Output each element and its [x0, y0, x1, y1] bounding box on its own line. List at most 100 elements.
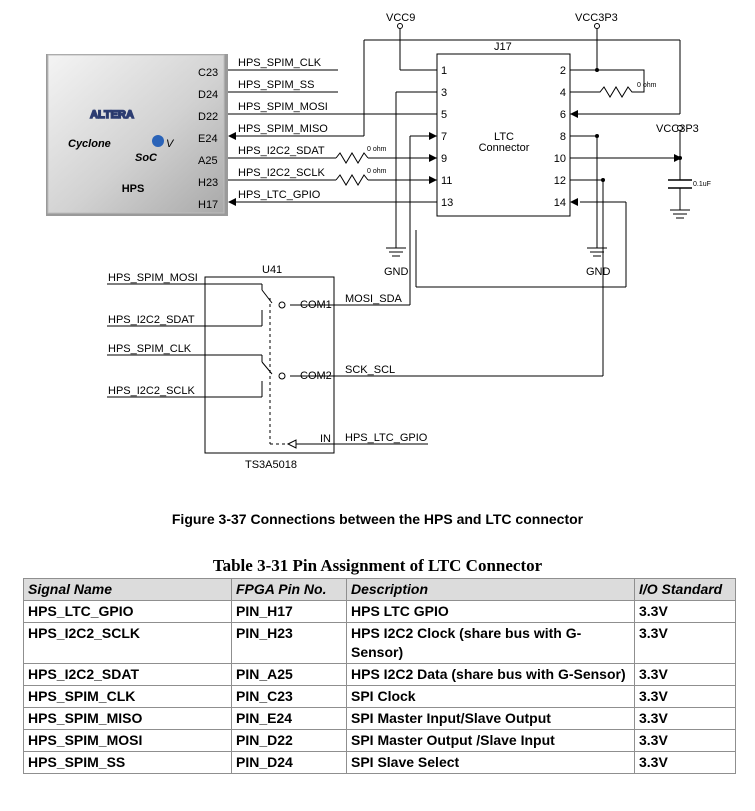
wires	[107, 28, 681, 445]
j17-pin-label: 5	[441, 109, 447, 121]
j17-pin-label: 2	[560, 65, 566, 77]
j17-pin-label: 12	[554, 175, 566, 187]
gnd-right-label: GND	[586, 266, 611, 278]
hps-pin-label: C23	[198, 67, 218, 79]
switch-input-label: HPS_I2C2_SDAT	[108, 314, 195, 326]
resistor-label: 0 ohm	[367, 146, 387, 153]
hps-chip: ALTERA Cyclone V SoC HPS	[46, 54, 228, 216]
junction-dots	[595, 68, 682, 182]
j17-pin-label: 4	[560, 87, 566, 99]
hps-pin-label: H17	[198, 199, 218, 211]
j17-pin-label: 8	[560, 131, 566, 143]
hps-pin-label: A25	[198, 155, 218, 167]
hps-net-label: HPS_SPIM_MOSI	[238, 101, 328, 113]
signal-name-cell: HPS_I2C2_SCLK	[23, 622, 232, 664]
vcc3p3-right-label: VCC3P3	[656, 123, 699, 135]
cyclone-suffix: V	[166, 138, 175, 150]
in-net-label: HPS_LTC_GPIO	[345, 432, 428, 444]
resistor-label: 0 ohm	[637, 82, 657, 89]
description-cell: SPI Master Input/Slave Output	[346, 707, 635, 730]
table-row: HPS_I2C2_SDAT PIN_A25 HPS I2C2 Data (sha…	[23, 663, 736, 686]
header-description: Description	[346, 578, 635, 601]
fpga-pin-cell: PIN_H17	[231, 600, 347, 623]
figure-caption: Figure 3-37 Connections between the HPS …	[171, 511, 584, 527]
io-standard-cell: 3.3V	[634, 707, 736, 730]
j17-pin-label: 7	[441, 131, 447, 143]
pin-assignment-table: Signal Name FPGA Pin No. Description I/O…	[23, 578, 736, 774]
cyclone-swirl-icon	[152, 135, 164, 147]
fpga-pin-cell: PIN_A25	[231, 663, 347, 686]
switch-control-dashed	[269, 298, 290, 445]
capacitor-label: 0.1uF	[693, 181, 711, 188]
j17-pin-label: 10	[554, 153, 566, 165]
arrowheads	[228, 110, 682, 206]
switch-input-label: HPS_SPIM_MOSI	[108, 272, 198, 284]
hps-chip-body	[47, 54, 225, 214]
connector-name-line1: LTC	[494, 131, 514, 143]
com2-label: COM2	[300, 370, 332, 382]
capacitor-symbol	[668, 179, 692, 189]
io-standard-cell: 3.3V	[634, 751, 736, 774]
switch-input-label: HPS_SPIM_CLK	[108, 343, 192, 355]
signal-name-cell: HPS_LTC_GPIO	[23, 600, 232, 623]
switch-symbols	[261, 289, 286, 380]
hps-net-label: HPS_LTC_GPIO	[238, 189, 321, 201]
in-label: IN	[320, 433, 331, 445]
fpga-pin-cell: PIN_D24	[231, 751, 347, 774]
hps-net-label: HPS_SPIM_CLK	[238, 57, 322, 69]
resistor-label: 0 ohm	[367, 168, 387, 175]
fpga-pin-cell: PIN_H23	[231, 622, 347, 664]
table-row: HPS_SPIM_SS PIN_D24 SPI Slave Select 3.3…	[23, 751, 736, 774]
hps-pin-label: H23	[198, 177, 218, 189]
u41-switch-box	[204, 276, 335, 454]
j17-pin-label: 9	[441, 153, 447, 165]
header-signal-name: Signal Name	[23, 578, 232, 601]
hps-pin-label: E24	[198, 133, 218, 145]
table-row: HPS_SPIM_MISO PIN_E24 SPI Master Input/S…	[23, 707, 736, 730]
signal-name-cell: HPS_I2C2_SDAT	[23, 663, 232, 686]
table-row: HPS_SPIM_MOSI PIN_D22 SPI Master Output …	[23, 729, 736, 752]
j17-ref: J17	[494, 41, 512, 53]
vcc3p3-top-label: VCC3P3	[575, 12, 618, 24]
signal-name-cell: HPS_SPIM_SS	[23, 751, 232, 774]
header-fpga-pin: FPGA Pin No.	[231, 578, 347, 601]
j17-pin-label: 13	[441, 197, 453, 209]
fpga-pin-cell: PIN_D22	[231, 729, 347, 752]
table-header-row: Signal Name FPGA Pin No. Description I/O…	[23, 578, 736, 601]
io-standard-cell: 3.3V	[634, 622, 736, 664]
io-standard-cell: 3.3V	[634, 729, 736, 752]
soc-label: SoC	[135, 152, 158, 164]
fpga-pin-cell: PIN_E24	[231, 707, 347, 730]
signal-name-cell: HPS_SPIM_MOSI	[23, 729, 232, 752]
com1-net-label: MOSI_SDA	[345, 293, 403, 305]
com2-net-label: SCK_SCL	[345, 364, 395, 376]
ground-symbols	[386, 209, 690, 257]
u41-ref: U41	[262, 264, 282, 276]
j17-pin-label: 3	[441, 87, 447, 99]
table-row: HPS_I2C2_SCLK PIN_H23 HPS I2C2 Clock (sh…	[23, 622, 736, 664]
in-arrow-icon	[286, 439, 297, 449]
description-cell: HPS I2C2 Clock (share bus with G-Sensor)	[346, 622, 635, 664]
altera-logo: ALTERA	[90, 109, 134, 121]
hps-net-label: HPS_I2C2_SDAT	[238, 145, 325, 157]
io-standard-cell: 3.3V	[634, 685, 736, 708]
signal-name-cell: HPS_SPIM_CLK	[23, 685, 232, 708]
io-standard-cell: 3.3V	[634, 600, 736, 623]
j17-pin-label: 1	[441, 65, 447, 77]
table-title: Table 3-31 Pin Assignment of LTC Connect…	[212, 556, 543, 575]
j17-pin-label: 14	[554, 197, 566, 209]
schematic-diagram: ALTERA Cyclone V SoC HPS C23 D24 D22 E24…	[46, 12, 711, 471]
hps-pin-label: D24	[198, 89, 218, 101]
description-cell: SPI Clock	[346, 685, 635, 708]
fpga-pin-cell: PIN_C23	[231, 685, 347, 708]
gnd-left-label: GND	[384, 266, 409, 278]
description-cell: HPS I2C2 Data (share bus with G-Sensor)	[346, 663, 635, 686]
description-cell: SPI Master Output /Slave Input	[346, 729, 635, 752]
connector-name-line2: Connector	[479, 142, 530, 154]
description-cell: SPI Slave Select	[346, 751, 635, 774]
j17-pin-label: 11	[441, 175, 452, 187]
j17-connector-box	[436, 53, 571, 217]
switch-input-label: HPS_I2C2_SCLK	[108, 385, 195, 397]
header-io-standard: I/O Standard	[634, 578, 736, 601]
vcc9-label: VCC9	[386, 12, 415, 24]
